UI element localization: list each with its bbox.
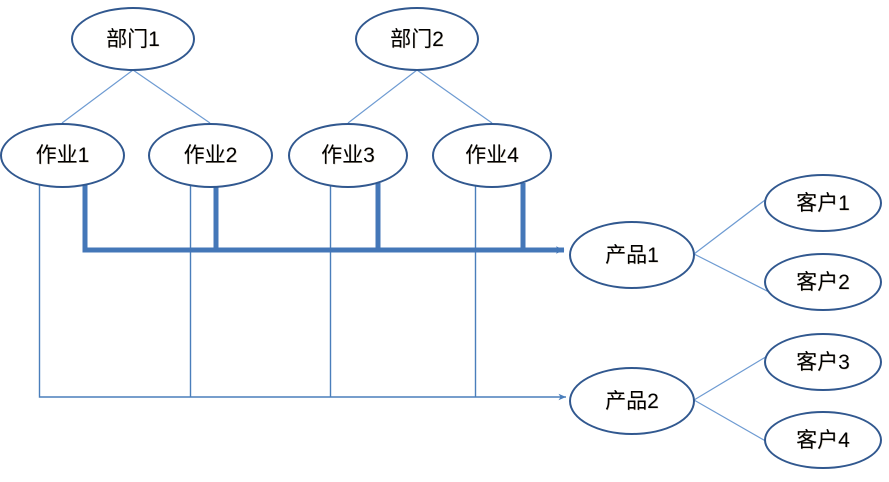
node-label: 客户1	[796, 191, 850, 215]
edge-task1-product1	[82, 183, 565, 254]
node-label: 客户3	[796, 350, 850, 374]
node-label: 客户2	[796, 270, 850, 294]
node-product-1[interactable]: 产品1	[569, 221, 695, 289]
node-label: 产品2	[605, 389, 659, 413]
node-task-3[interactable]: 作业3	[288, 123, 408, 188]
node-label: 部门1	[106, 27, 160, 51]
node-task-4[interactable]: 作业4	[432, 123, 552, 188]
node-customer-3[interactable]: 客户3	[764, 333, 882, 391]
node-label: 作业3	[321, 144, 375, 167]
edge-product1-customer2	[693, 253, 770, 293]
node-product-2[interactable]: 产品2	[569, 367, 695, 435]
node-label: 作业2	[183, 144, 238, 167]
node-department-2[interactable]: 部门2	[355, 7, 479, 71]
edge-dept1-task2	[132, 69, 211, 124]
node-customer-2[interactable]: 客户2	[764, 253, 882, 311]
node-task-1[interactable]: 作业1	[0, 123, 125, 188]
edge-product1-customer1	[693, 196, 770, 255]
edge-product2-customer4	[693, 399, 770, 444]
node-label: 作业1	[35, 144, 90, 167]
edge-task1-product2	[38, 182, 566, 401]
node-task-2[interactable]: 作业2	[148, 123, 273, 188]
node-customer-4[interactable]: 客户4	[764, 411, 882, 469]
node-label: 部门2	[390, 27, 444, 51]
node-department-1[interactable]: 部门1	[71, 7, 195, 71]
node-label: 客户4	[796, 428, 850, 452]
edge-dept2-task4	[416, 69, 493, 124]
edge-dept2-task3	[347, 69, 418, 124]
edge-dept1-task1	[61, 69, 134, 124]
edge-product2-customer3	[693, 354, 770, 401]
node-customer-1[interactable]: 客户1	[764, 174, 882, 232]
node-label: 产品1	[605, 243, 659, 267]
node-label: 作业4	[465, 144, 519, 167]
